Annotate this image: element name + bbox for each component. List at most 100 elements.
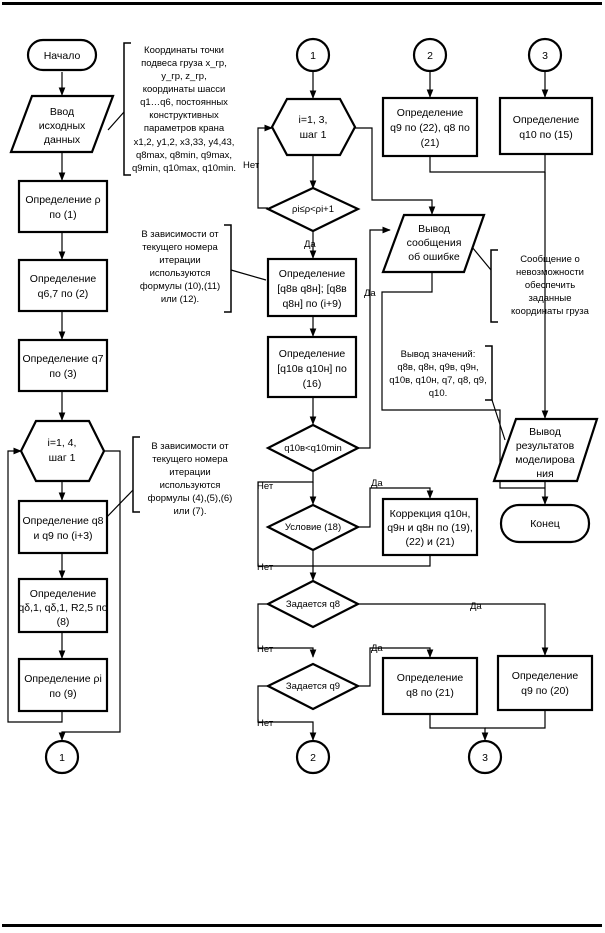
box-correct-line-2: q9н и q8н по (19), — [387, 522, 473, 534]
values-note-line-4: q10. — [429, 388, 448, 399]
values-note-line-3: q10в, q10н, q7, q8, q9, — [389, 375, 486, 386]
output-error: Вывод сообщения об ошибке — [381, 213, 486, 274]
connector-3-bottom-label: 3 — [482, 752, 488, 764]
box-q7-line-1: Определение q7 — [23, 353, 104, 365]
connector-3-top-label: 3 — [542, 50, 548, 62]
box-q9q8-line-1: Определение — [397, 107, 464, 119]
end-label: Конец — [530, 518, 560, 530]
box-q8q9: Определение q8 и q9 по (i+3) — [17, 499, 109, 555]
label-yes-cond: Да — [371, 478, 383, 489]
box-q67: Определение q6,7 по (2) — [17, 258, 109, 313]
input-note-line-4: координаты шасси — [143, 84, 226, 95]
box-q8int: Определение [q8в q8н]; [q8в q8н] по (i+9… — [266, 257, 358, 318]
input-note-line-3: y_гр, z_гр, — [161, 71, 206, 82]
connector-1-top: 1 — [295, 37, 331, 73]
loop1-note-line-1: В зависимости от — [151, 441, 229, 452]
input-note-line-10: q9min, q10max, q10min. — [132, 163, 236, 174]
input-note-line-8: x1,2, y1,2, x3,33, y4,43, — [134, 137, 235, 148]
box-correct: Коррекция q10н, q9н и q8н по (19), (22) … — [381, 497, 479, 557]
label-no-q10: Нет — [257, 481, 274, 492]
box-rho-line-1: Определение ρ — [25, 194, 100, 206]
label-yes-q9: Да — [371, 643, 383, 654]
box-rho: Определение ρ по (1) — [17, 179, 109, 234]
box-q8-21-line-2: q8 по (21) — [406, 687, 454, 699]
decision-q8-label: Задается q8 — [286, 599, 340, 610]
values-note-line-1: Вывод значений: — [401, 349, 476, 360]
decision-q9-label: Задается q9 — [286, 681, 340, 692]
box-rho-line-2: по (1) — [49, 209, 76, 221]
error-note-line-2: невозможности — [516, 267, 584, 278]
box-q9q8: Определение q9 по (22), q8 по (21) — [381, 96, 479, 158]
loop1-note-line-2: текущего номера — [152, 454, 228, 465]
box-qd-line-2: qδ,1, qδ,1, R2,5 по — [18, 602, 107, 614]
box-q67-line-1: Определение — [30, 273, 97, 285]
box-correct-line-3: (22) и (21) — [405, 536, 454, 548]
connector-2-top-label: 2 — [427, 50, 433, 62]
output-results: Вывод результатов моделирова ния — [492, 417, 599, 483]
input-note-line-6: конструктивных — [149, 110, 219, 121]
loop1-note-line-4: используются — [160, 480, 221, 491]
loop2-note-line-1: В зависимости от — [141, 229, 219, 240]
decision-rho-label: ρi≤ρ<ρi+1 — [292, 204, 334, 215]
output-results-line-2: результатов — [516, 440, 575, 452]
connector-2-top: 2 — [412, 37, 448, 73]
box-q10-15: Определение q10 по (15) — [498, 96, 594, 156]
loop1-note: В зависимости от текущего номера итераци… — [103, 436, 233, 521]
output-error-line-2: сообщения — [407, 237, 462, 249]
flow-lines — [7, 70, 549, 741]
loop2-node: i=1, 3, шаг 1 — [270, 97, 357, 157]
loop2-note-line-6: или (12). — [161, 294, 199, 305]
input-note-line-7: параметров крана — [144, 123, 225, 134]
decision-q9: Задается q9 — [265, 662, 361, 711]
loop1-node: i=1, 4, шаг 1 — [19, 419, 106, 483]
box-q9-20-line-2: q9 по (20) — [521, 685, 569, 697]
decision-q8: Задается q8 — [265, 579, 361, 629]
loop1-note-line-6: или (7). — [173, 506, 206, 517]
box-qd-line-1: Определение — [30, 588, 97, 600]
connector-3-top: 3 — [527, 37, 563, 73]
loop2-line-2: шаг 1 — [300, 129, 327, 141]
label-no-rho: Нет — [243, 160, 260, 171]
loop1-note-line-5: формулы (4),(5),(6) — [148, 493, 233, 504]
connector-1-bottom: 1 — [44, 739, 80, 775]
output-error-line-3: об ошибке — [408, 251, 460, 263]
input-note-line-5: q1…q6, постоянных — [140, 97, 228, 108]
label-no-q8: Нет — [257, 644, 274, 655]
start-node: Начало — [26, 38, 98, 72]
values-note-line-2: q8в, q8н, q9в, q9н, — [397, 362, 478, 373]
connector-1-bottom-label: 1 — [59, 752, 65, 764]
label-no-q9: Нет — [257, 718, 274, 729]
box-q8-21-line-1: Определение — [397, 672, 464, 684]
loop2-line-1: i=1, 3, — [299, 114, 328, 126]
output-results-line-1: Вывод — [529, 426, 561, 438]
input-note-line-1: Координаты точки — [144, 45, 224, 56]
loop2-note-line-2: текущего номера — [142, 242, 218, 253]
decision-q10: q10в<q10min — [265, 423, 361, 473]
box-qd-line-3: (8) — [57, 616, 70, 628]
output-error-line-1: Вывод — [418, 223, 450, 235]
box-q8q9-line-1: Определение q8 — [23, 515, 104, 527]
box-rhoi: Определение ρi по (9) — [17, 657, 109, 713]
box-q8-21: Определение q8 по (21) — [381, 656, 479, 716]
error-note-line-3: обеспечить — [525, 280, 575, 291]
box-q9-20: Определение q9 по (20) — [496, 654, 594, 712]
output-results-line-4: ния — [536, 468, 553, 480]
loop2-note-line-5: формулы (10),(11) — [140, 281, 220, 292]
box-rhoi-line-1: Определение ρi — [24, 673, 102, 685]
output-results-line-3: моделирова — [515, 454, 575, 466]
box-q9-20-line-1: Определение — [512, 670, 579, 682]
label-yes-q8: Да — [470, 601, 482, 612]
error-note: Сообщение о невозможности обеспечить зад… — [471, 246, 590, 323]
box-q8int-line-3: q8н] по (i+9) — [282, 298, 341, 310]
box-correct-line-1: Коррекция q10н, — [390, 508, 471, 520]
box-q9q8-line-2: q9 по (22), q8 по — [390, 122, 470, 134]
box-q10int: Определение [q10в q10н] по (16) — [266, 335, 358, 399]
input-note: Координаты точки подвеса груза x_гр, y_г… — [107, 42, 236, 176]
connector-2-bottom: 2 — [295, 739, 331, 775]
error-note-line-5: координаты груза — [511, 306, 590, 317]
values-note: Вывод значений: q8в, q8н, q9в, q9н, q10в… — [389, 345, 506, 441]
box-q7: Определение q7 по (3) — [17, 338, 109, 393]
error-note-line-1: Сообщение о — [520, 254, 580, 265]
box-q8int-line-2: [q8в q8н]; [q8в — [277, 283, 347, 295]
decision-q10-label: q10в<q10min — [284, 443, 342, 454]
